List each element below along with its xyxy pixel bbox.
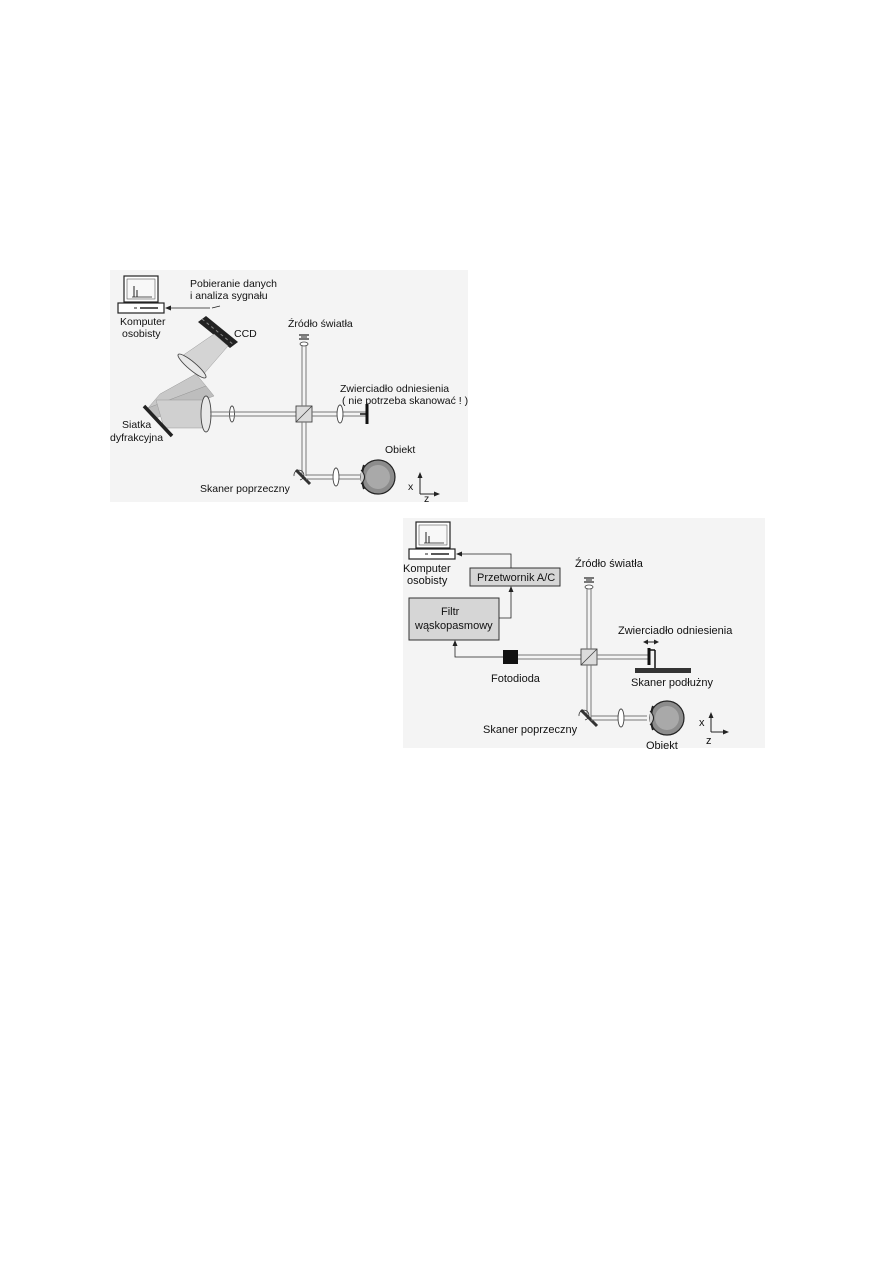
- ccd-detector: [198, 316, 238, 348]
- ad-converter-label: Przetwornik A/C: [477, 572, 555, 584]
- longitudinal-scanner-rail: [635, 668, 691, 673]
- reference-mirror: [643, 639, 659, 668]
- longitudinal-scanner-label: Skaner podłużny: [631, 677, 713, 689]
- transverse-scanner-mirror: [578, 708, 599, 728]
- ad-converter-box: [469, 567, 561, 587]
- computer-icon: [408, 521, 456, 560]
- object-label: Obiekt: [646, 740, 678, 752]
- eye-icon: [649, 700, 685, 736]
- photodiode-label: Fotodioda: [491, 673, 541, 685]
- data-acquisition-label-2: i analiza sygnału: [190, 290, 268, 302]
- reference-mirror-label: Zwierciadło odniesienia: [618, 625, 733, 637]
- beam-splitter: [295, 405, 313, 423]
- light-source-icon: [299, 334, 309, 347]
- axis-z-label: z: [706, 735, 712, 747]
- filter-box: [408, 597, 500, 641]
- axis-indicator: [417, 472, 440, 497]
- axis-x-label: x: [408, 481, 414, 493]
- data-acquisition-label-1: Pobieranie danych: [190, 278, 277, 290]
- reference-mirror-label-1: Zwierciadło odniesienia: [340, 383, 449, 395]
- figure-b-diagram: Komputer osobisty Przetwornik A/C Źródło…: [403, 521, 733, 752]
- light-source-label: Źródło światła: [288, 317, 353, 330]
- reference-mirror-label-2: ( nie potrzeba skanować ! ): [342, 395, 468, 407]
- beam-splitter: [580, 648, 598, 666]
- grating-label-2: dyfrakcyjna: [110, 432, 163, 444]
- light-source-label: Źródło światła: [575, 557, 644, 570]
- transverse-scanner-label: Skaner poprzeczny: [200, 483, 291, 495]
- transverse-scanner-mirror: [293, 468, 312, 486]
- computer-label-1: Komputer: [120, 316, 166, 328]
- object-label: Obiekt: [385, 444, 415, 456]
- light-source-icon: [584, 577, 594, 590]
- computer-label-2: osobisty: [122, 328, 161, 340]
- diffraction-grating: [142, 404, 174, 438]
- ccd-label: CCD: [234, 328, 257, 340]
- grating-label-1: Siatka: [122, 419, 151, 431]
- computer-label-2: osobisty: [407, 575, 448, 587]
- eye-icon: [360, 459, 396, 495]
- reference-mirror: [360, 404, 369, 424]
- computer-icon: [117, 275, 165, 314]
- transverse-scanner-label: Skaner poprzeczny: [483, 724, 578, 736]
- figure-b-panel: Komputer osobisty Przetwornik A/C Źródło…: [403, 518, 765, 752]
- figure-a-diagram: Pobieranie danych i analiza sygnału Komp…: [110, 275, 468, 505]
- photodiode-icon: [503, 650, 518, 664]
- axis-x-label: x: [699, 717, 705, 729]
- filter-label-2: wąskopasmowy: [414, 620, 493, 632]
- computer-label-1: Komputer: [403, 563, 451, 575]
- filter-label-1: Filtr: [441, 606, 460, 618]
- axis-indicator: [708, 712, 729, 735]
- figure-a-panel: Pobieranie danych i analiza sygnału Komp…: [110, 270, 468, 505]
- axis-z-label: z: [424, 493, 429, 505]
